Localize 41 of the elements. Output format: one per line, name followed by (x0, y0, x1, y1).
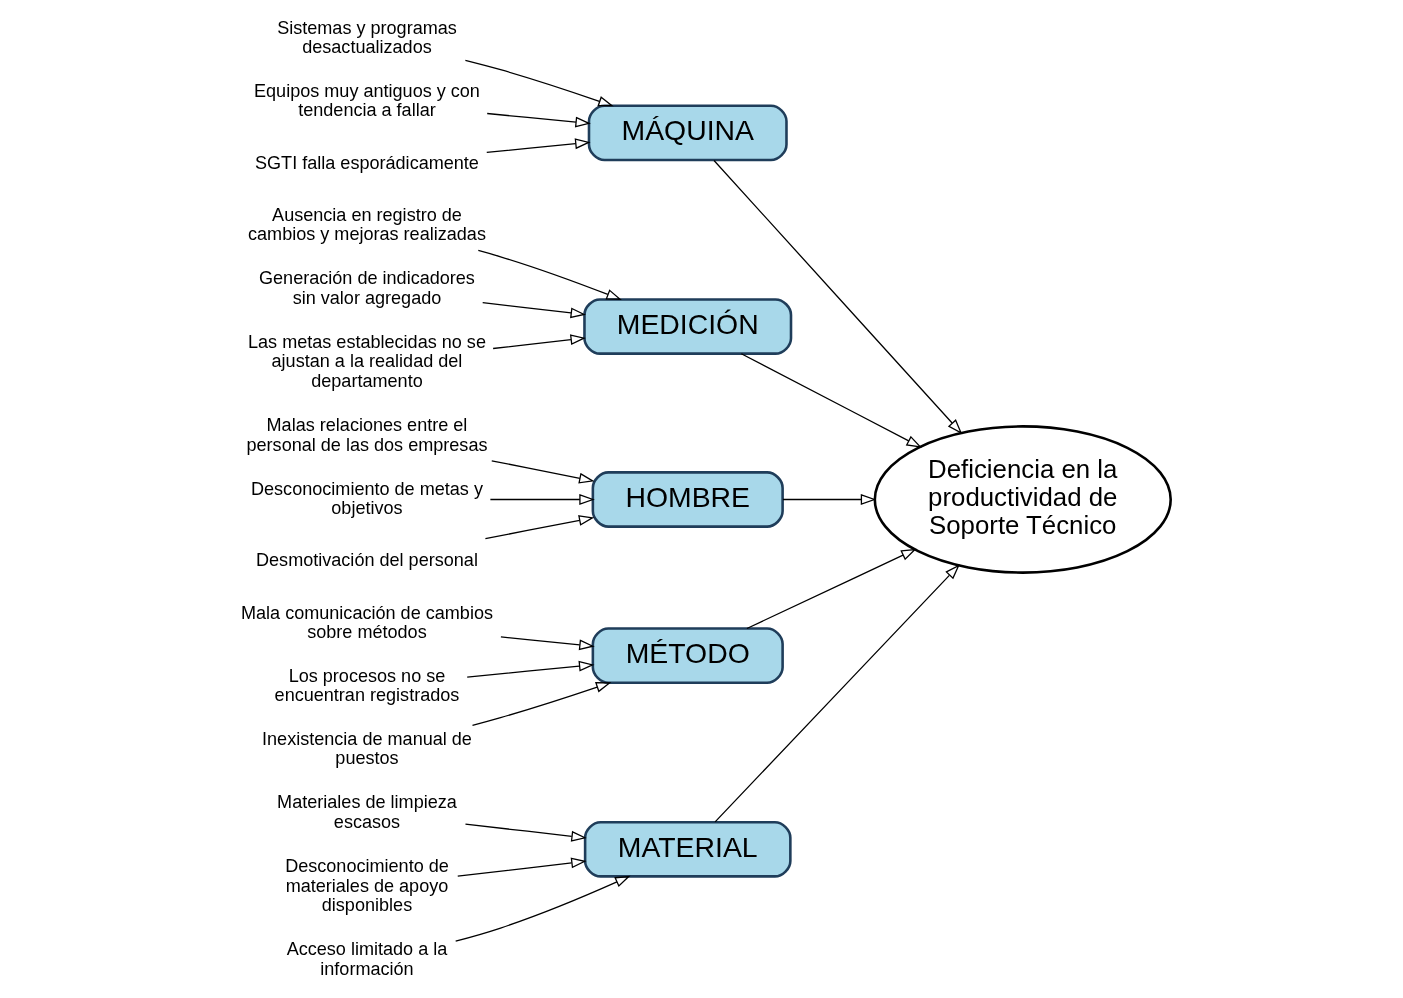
node-box: HOMBRE (591, 470, 784, 528)
arrow (486, 112, 591, 127)
arrow (466, 660, 594, 678)
arrow (477, 249, 622, 300)
node-box: MÉTODO (591, 626, 784, 684)
arrow (499, 635, 595, 650)
node-text: Los procesos no se encuentran registrados (274, 665, 459, 705)
node-text: SGTI falla esporádicamente (254, 152, 479, 173)
node-box: MATERIAL (583, 820, 792, 878)
node-box: MÁQUINA (587, 104, 788, 161)
node-text: Ausencia en registro de cambios y mejoras realizadas (247, 204, 486, 244)
node-text: Desconocimiento de materiales de apoyo disponibles (284, 855, 449, 915)
arrow (781, 493, 876, 505)
arrow (454, 875, 631, 942)
node-text: Desconocimiento de metas y objetivos (250, 478, 483, 518)
node-box: MEDICIÓN (582, 297, 792, 355)
arrow (745, 548, 917, 629)
arrow (485, 137, 591, 153)
arrow (471, 681, 611, 726)
arrow (484, 514, 594, 539)
arrow (491, 333, 586, 349)
node-text: Materiales de limpieza escasos (276, 791, 457, 832)
node-text: Desmotivación del personal (255, 549, 478, 570)
arrow (490, 459, 595, 484)
arrow (464, 823, 587, 842)
node-text: Generación de indicadores sin valor agregado (258, 267, 475, 308)
node-text: Inexistencia de manual de puestos (261, 728, 472, 768)
node-ellipse: Deficiencia en la productividad de Soporte Técnico (873, 424, 1172, 574)
arrow (713, 563, 960, 822)
node-text: Mala comunicación de cambios sobre métodos (240, 602, 493, 642)
node-text: Las metas establecidas no se ajustan a la realidad del departamento (247, 331, 486, 391)
arrow (464, 59, 614, 106)
arrow (456, 856, 587, 877)
node-text: Equipos muy antiguos y con tendencia a fallar (253, 80, 480, 120)
node-text: Sistemas y programas desactualizados (276, 17, 457, 57)
arrow (489, 493, 595, 505)
arrow (481, 301, 586, 318)
arrow (740, 352, 922, 448)
arrow (712, 159, 962, 434)
node-text: Acceso limitado a la información (286, 938, 447, 979)
node-text: Malas relaciones entre el personal de las dos empresas (245, 414, 487, 455)
